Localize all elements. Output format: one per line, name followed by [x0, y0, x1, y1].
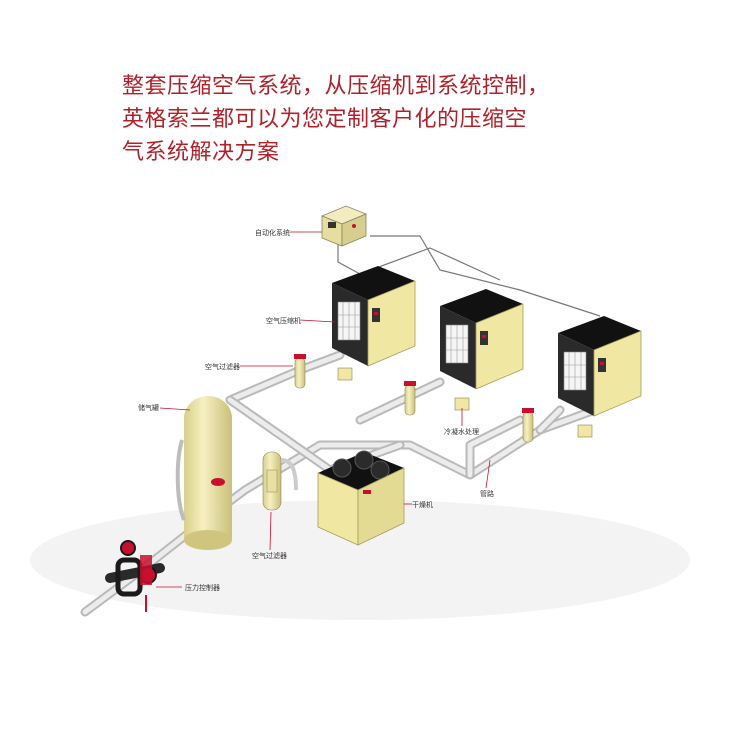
label-condensate: 冷凝水处理: [444, 427, 479, 436]
label-piping: 管路: [480, 489, 494, 498]
headline: 整套压缩空气系统，从压缩机到系统控制， 英格索兰都可以为您定制客户化的压缩空 气…: [122, 70, 642, 169]
air-compressor-1: [332, 266, 416, 367]
leader-lines: [156, 231, 491, 588]
air-filter-bottom: [262, 451, 298, 511]
air-receiver-tank: [175, 396, 232, 550]
label-filter-bottom: 空气过滤器: [252, 551, 287, 560]
headline-line-2: 英格索兰都可以为您定制客户化的压缩空: [122, 107, 528, 132]
headline-line-3: 气系统解决方案: [122, 140, 280, 165]
automation-control-box: [320, 205, 368, 247]
label-compressor: 空气压缩机: [266, 316, 301, 325]
tank-logo: [211, 478, 225, 486]
label-automation: 自动化系统: [255, 228, 290, 237]
air-compressor-2: [440, 289, 524, 390]
label-tank: 储气罐: [138, 403, 159, 412]
pressure-controller: [105, 540, 165, 612]
label-filter-top: 空气过滤器: [205, 362, 240, 371]
pipe-network: [80, 350, 600, 617]
refrigerated-dryer: [317, 450, 405, 546]
headline-line-1: 整套压缩空气系统，从压缩机到系统控制，: [122, 74, 550, 99]
label-pressure: 压力控制器: [185, 583, 220, 592]
condensate-units: [337, 367, 593, 438]
label-dryer: 干燥机: [412, 500, 433, 509]
air-filters-top: [294, 354, 534, 443]
air-compressor-3: [558, 316, 642, 417]
